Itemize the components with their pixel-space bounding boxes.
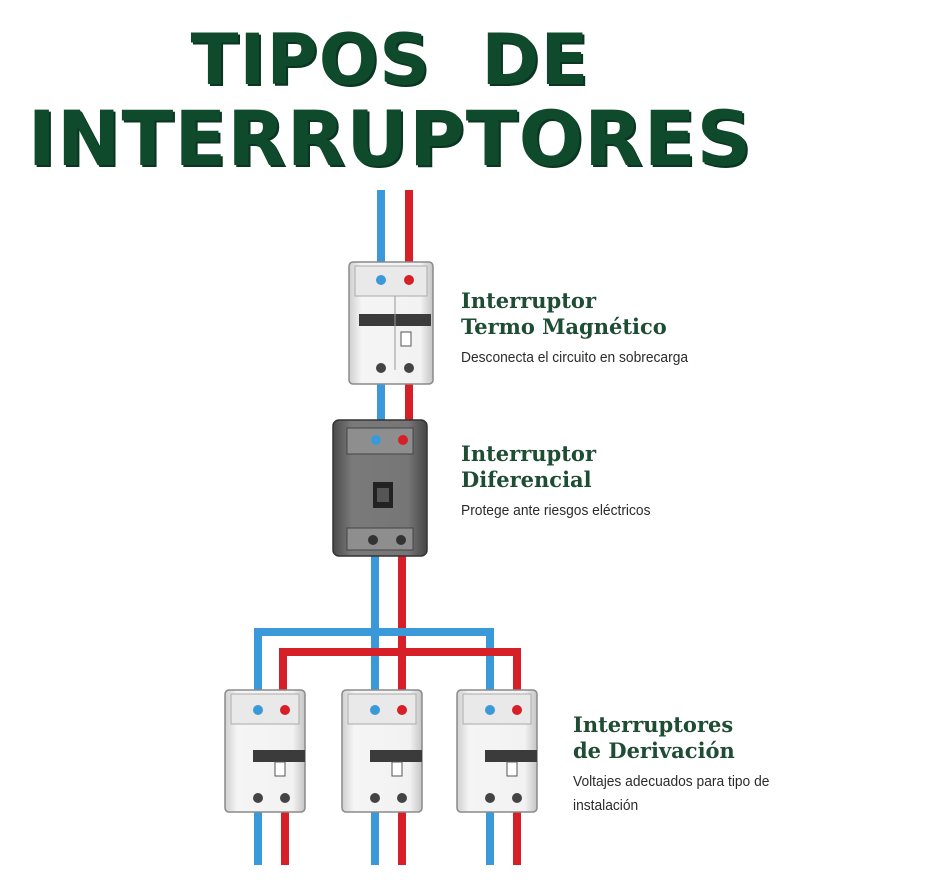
branch-breaker-icon <box>456 689 538 813</box>
title-line-1: TIPOS DE <box>190 19 590 101</box>
device-name: Interruptor <box>461 441 597 466</box>
label-derivacion: Interruptores de Derivación Voltajes ade… <box>573 712 787 818</box>
title-line-2: INTERRUPTORES <box>27 94 753 183</box>
label-diferencial: Interruptor Diferencial Protege ante rie… <box>461 441 667 523</box>
device-description: instalación <box>573 797 639 814</box>
device-name: Termo Magnético <box>461 314 667 339</box>
branch-breaker-icon <box>224 689 306 813</box>
rcd-icon <box>332 419 428 557</box>
two-pole-breaker-icon <box>348 261 434 385</box>
branch-breaker-icon <box>341 689 423 813</box>
device-description: Voltajes adecuados para tipo de <box>573 773 770 790</box>
device-name: Interruptor <box>461 288 597 313</box>
outgoing-wires <box>254 805 521 865</box>
label-termo-magnetico: Interruptor Termo Magnético Desconecta e… <box>461 288 708 370</box>
device-name: Diferencial <box>461 467 592 492</box>
device-name: de Derivación <box>573 738 735 763</box>
distribution-bus <box>254 628 521 705</box>
device-name: Interruptores <box>573 712 734 737</box>
device-description: Protege ante riesgos eléctricos <box>461 502 651 519</box>
device-description: Desconecta el circuito en sobrecarga <box>461 349 689 366</box>
